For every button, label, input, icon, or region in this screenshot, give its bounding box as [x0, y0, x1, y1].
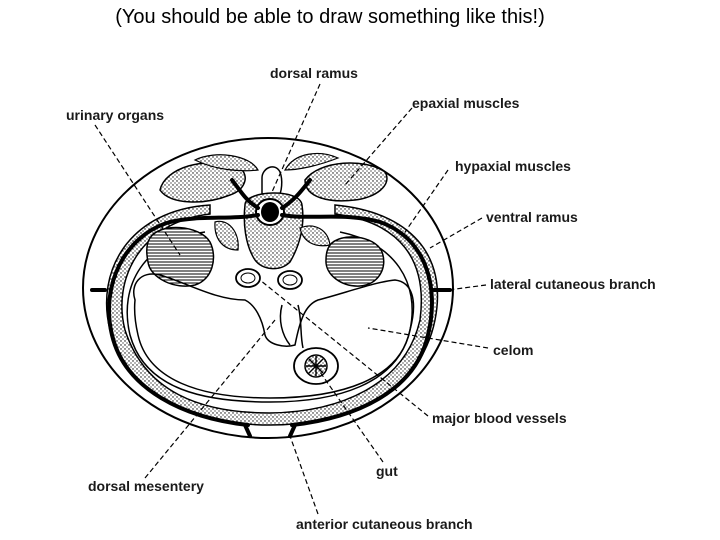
peritoneal-lining [133, 273, 415, 399]
ventral-ramus-right [280, 213, 434, 427]
blood-vessel-left-inner [240, 272, 256, 284]
label-gut: gut [376, 463, 398, 479]
epaxial-muscles [159, 152, 388, 203]
urinary-organs [145, 220, 385, 287]
leader-dorsal-ramus [271, 83, 321, 193]
label-anterior-cutaneous-branch: anterior cutaneous branch [296, 516, 473, 532]
blood-vessel-right [277, 270, 303, 290]
label-hypaxial-muscles: hypaxial muscles [455, 158, 571, 174]
slide-title: (You should be able to draw something li… [115, 6, 545, 28]
leader-major-blood-vessels [259, 279, 429, 417]
leader-hypaxial-muscles [404, 169, 449, 233]
dorsal-ramus-right [280, 178, 312, 210]
label-lateral-cutaneous-branch: lateral cutaneous branch [490, 276, 656, 292]
blood-vessel-left [235, 268, 261, 288]
major-blood-vessels [235, 268, 303, 290]
label-major-blood-vessels: major blood vessels [432, 410, 567, 426]
epaxial-muscle-right [304, 162, 388, 202]
gut-folds [306, 356, 326, 376]
leader-ventral-ramus [429, 217, 483, 249]
leader-epaxial-muscles [344, 107, 413, 186]
spinal-cord [261, 202, 279, 222]
kidney-left [145, 226, 215, 287]
vertebra [243, 166, 304, 270]
anterior-cutaneous-branch-left [243, 423, 252, 438]
dorsal-ramus-left [230, 178, 260, 210]
hypaxial-inner-line [126, 231, 413, 403]
spinal-nerves [90, 178, 452, 438]
kidney-right [325, 236, 385, 287]
leader-urinary-organs [94, 124, 181, 256]
kidney-left-cap [214, 220, 239, 251]
label-urinary-organs: urinary organs [66, 107, 164, 123]
blood-vessel-right-inner [282, 274, 298, 286]
dorsal-mesentery [279, 304, 304, 349]
label-ventral-ramus: ventral ramus [486, 209, 578, 225]
leader-celom [367, 327, 489, 349]
gut [293, 347, 339, 385]
leader-anterior-cutaneous-branch [289, 435, 319, 515]
ventral-ramus-left [107, 213, 260, 427]
label-celom: celom [493, 342, 533, 358]
leader-lines [94, 83, 489, 515]
kidney-right-cap [299, 225, 331, 247]
peritoneum [133, 273, 415, 399]
leader-dorsal-mesentery [144, 319, 276, 479]
label-epaxial-muscles: epaxial muscles [412, 95, 520, 111]
epaxial-muscle-left [159, 162, 246, 203]
label-dorsal-ramus: dorsal ramus [270, 65, 358, 81]
skin-outline [82, 137, 454, 439]
anterior-cutaneous-branch-right [288, 423, 297, 438]
diagram-labels: dorsal ramus urinary organs epaxial musc… [66, 65, 656, 532]
label-dorsal-mesentery: dorsal mesentery [88, 478, 204, 494]
epaxial-muscle-top [193, 152, 340, 172]
leader-lateral-cutaneous-branch [447, 284, 487, 291]
leader-gut [319, 371, 384, 463]
